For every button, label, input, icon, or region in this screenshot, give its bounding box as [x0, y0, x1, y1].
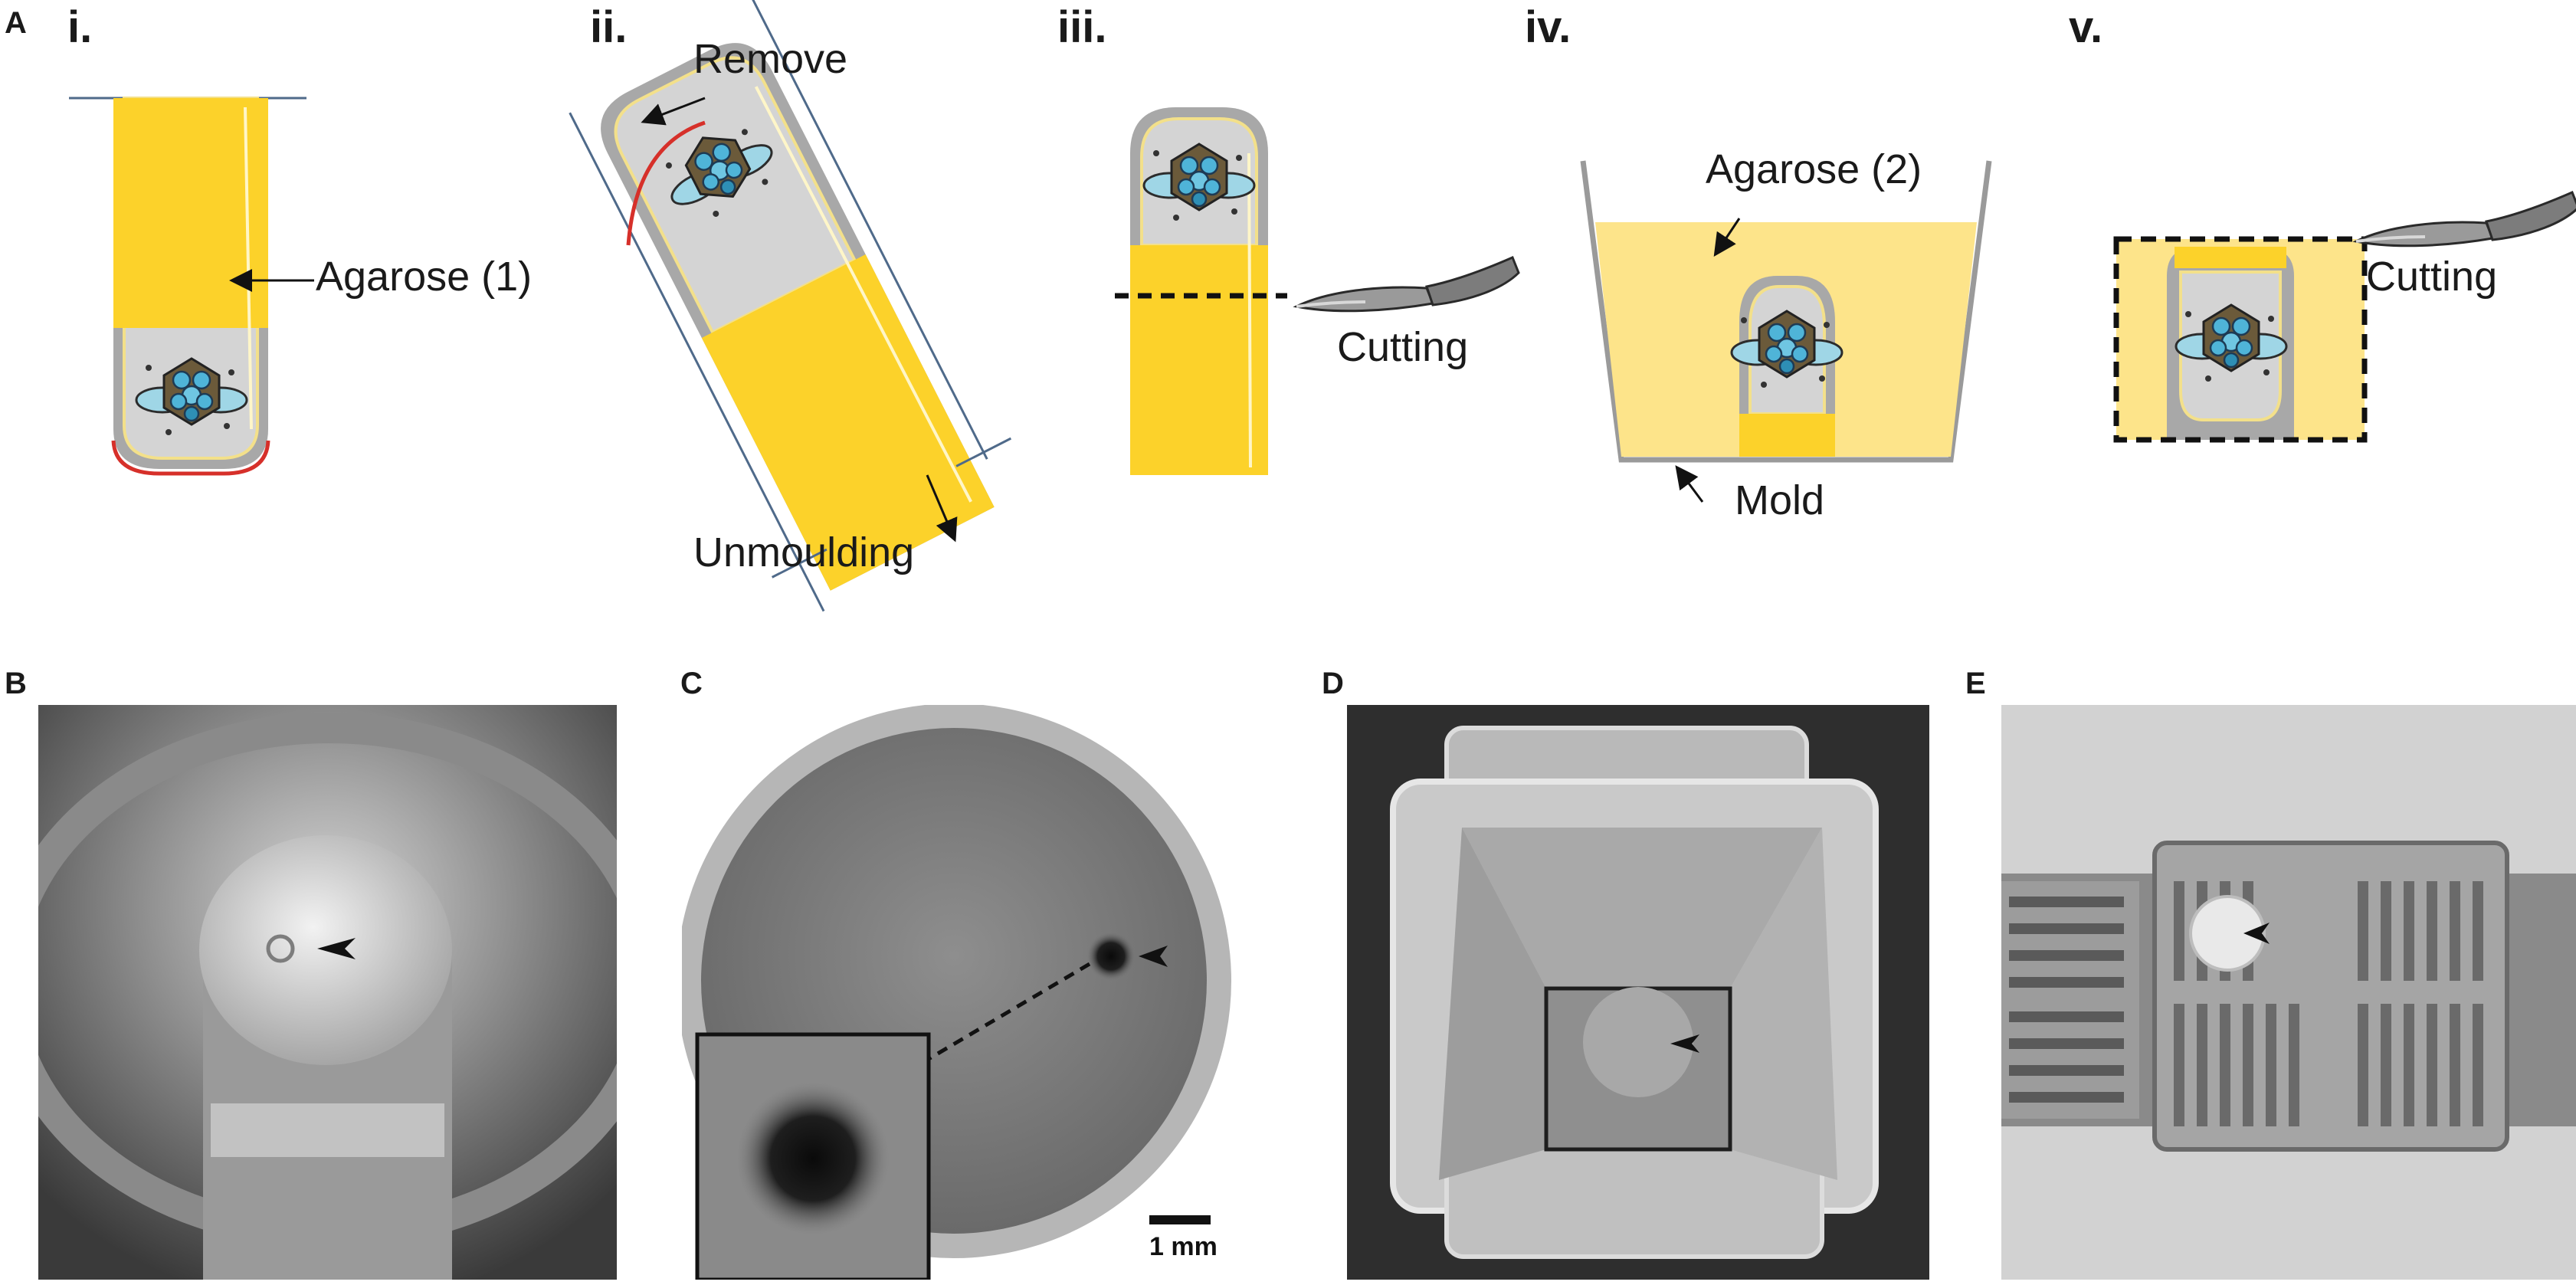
photo-e-cassette	[2001, 705, 2576, 1280]
step-i-tube	[69, 97, 314, 476]
label-agarose-2: Agarose (2)	[1706, 146, 1922, 192]
label-remove: Remove	[693, 36, 848, 82]
step-label-v: v.	[2069, 2, 2103, 52]
step-label-ii: ii.	[590, 2, 628, 52]
step-ii-tube	[569, 0, 1012, 612]
step-label-iv: iv.	[1525, 2, 1571, 52]
label-cutting-v: Cutting	[2366, 254, 2498, 300]
label-unmoulding: Unmoulding	[693, 529, 915, 575]
photo-b-embedded-tube	[38, 705, 617, 1280]
step-label-iii: iii.	[1057, 2, 1107, 52]
removed-cap	[626, 120, 706, 246]
inset-zoom	[695, 1032, 931, 1280]
schematic-diagram	[69, 0, 2576, 612]
scalpel-icon	[1295, 256, 1520, 313]
panel-label-e: E	[1965, 667, 1986, 700]
step-label-i: i.	[67, 2, 93, 52]
step-v-block	[2113, 191, 2576, 443]
step-iv-mold	[1580, 160, 1992, 503]
panel-label-a: A	[5, 6, 27, 40]
label-mold: Mold	[1735, 477, 1825, 523]
step-iii-tube	[1115, 107, 1520, 475]
photo-c-organoid-in-agarose: 1 mm	[682, 705, 1234, 1280]
photo-d-mold	[1347, 705, 1929, 1280]
scale-bar	[1149, 1215, 1211, 1224]
panel-label-d: D	[1322, 667, 1344, 700]
label-agarose-1: Agarose (1)	[316, 254, 533, 300]
arrowhead-marker-icon	[317, 938, 356, 959]
scale-bar-label: 1 mm	[1149, 1232, 1218, 1261]
panel-label-b: B	[5, 667, 27, 700]
panel-label-c: C	[680, 667, 703, 700]
label-cutting-iii: Cutting	[1337, 324, 1469, 370]
